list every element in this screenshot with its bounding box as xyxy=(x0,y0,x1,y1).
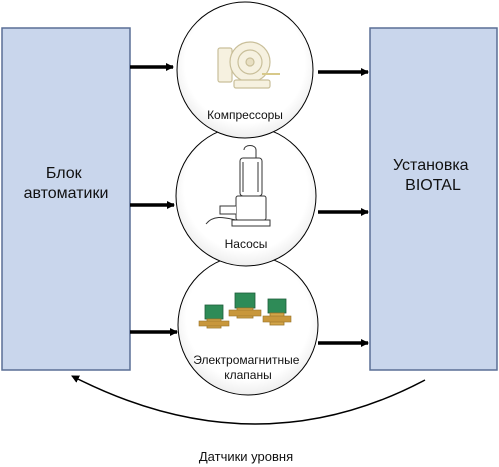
automation-block xyxy=(1,27,131,371)
svg-text:Электромагнитные клапаны: Электромагнитные клапаны xyxy=(193,353,303,382)
solenoid-valves-icon xyxy=(198,292,292,329)
compressors-node: Компрессоры xyxy=(176,1,314,139)
solenoid-valves-label-1: Электромагнитные xyxy=(193,353,300,367)
feedback-arrow xyxy=(71,375,426,425)
level-sensors-label: Датчики уровня xyxy=(199,449,293,464)
submersible-pump-icon xyxy=(205,145,271,227)
automation-block-label-1: Блок xyxy=(46,165,83,182)
automation-block-label-2: автоматики xyxy=(24,185,109,202)
compressor-icon xyxy=(217,41,280,89)
biotal-plant-block xyxy=(369,27,498,371)
pumps-label: Насосы xyxy=(225,237,268,251)
biotal-block-label-1: Установка xyxy=(393,157,469,174)
svg-text:Блок автоматики: Блок автоматики xyxy=(24,165,109,202)
svg-text:Установка BIOTAL: Установка BIOTAL xyxy=(393,157,473,194)
pumps-node: Насосы xyxy=(175,125,317,267)
solenoid-valves-node: Электромагнитные клапаны xyxy=(177,254,319,396)
compressors-label: Компрессоры xyxy=(207,108,283,122)
solenoid-valves-label-2: клапаны xyxy=(224,368,271,382)
biotal-block-label-2: BIOTAL xyxy=(405,177,461,194)
